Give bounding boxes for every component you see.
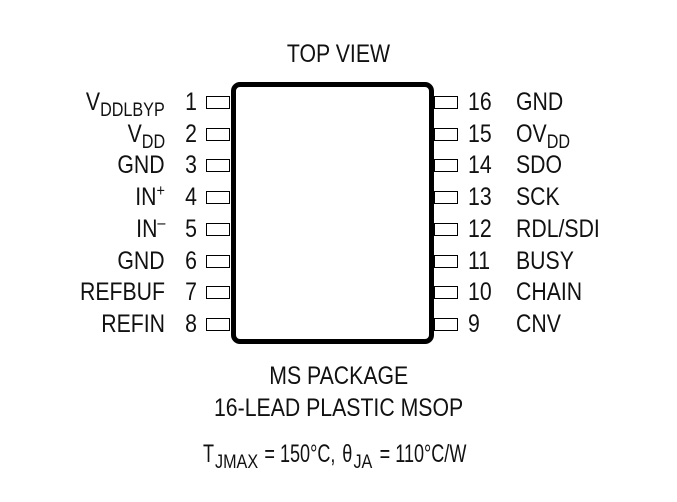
pin-row: IN– 5 [0,214,677,244]
pin-lead [206,254,230,268]
pin-lead [206,96,230,109]
pin-name: SCK [516,183,560,212]
theta-value: = 110°C/W [380,440,467,468]
pin-number: 3 [185,151,197,180]
pin-name: GND [516,88,564,116]
theta-subscript: JA [353,452,373,473]
pin-name: GND [117,151,165,180]
pin-lead [434,96,458,109]
pin-row: 10 CHAIN [0,277,677,307]
tjmax-value: = 150°C, [264,440,336,468]
pin-number: 10 [468,278,492,307]
pin-lead [434,286,458,300]
pin-name: VDD [127,119,165,153]
pin-number: 7 [185,278,197,307]
pin-name: GND [117,246,165,275]
pin-row: 9 CNV [0,309,677,339]
pin-name: BUSY [516,246,574,275]
pin-row: 11 BUSY [0,246,677,276]
pin-name: SDO [516,151,563,180]
pin-number: 5 [185,214,197,243]
pin-number: 9 [468,309,480,338]
pin-name: CNV [516,309,561,338]
pin-lead [206,286,230,300]
pin-name: IN+ [135,181,165,212]
pin-number: 4 [185,183,197,212]
pin-name: RDL/SDI [516,214,600,243]
pin-name: IN– [135,212,165,243]
pin-lead [434,159,458,173]
pin-name: REFIN [101,309,165,338]
pin-name: REFBUF [80,278,165,307]
pin-row: 16 GND [0,87,677,117]
pin-lead [434,254,458,268]
package-name: MS PACKAGE [269,362,408,390]
pin-lead [206,159,230,173]
thermal-spec: TJMAX = 150°C, θJA = 110°C/W [0,440,677,472]
diagram-title: TOP VIEW [286,40,391,68]
pin-name: VDDLBYP [86,88,165,121]
pin-number: 6 [185,246,197,275]
package-description: 16-LEAD PLASTIC MSOP [213,394,464,422]
pin-row: GND 6 [0,246,677,276]
pin-row: 12 RDL/SDI [0,214,677,244]
pin-number: 14 [468,151,492,180]
tjmax-subscript: JMAX [215,452,259,473]
theta-symbol: θ [342,440,353,468]
pin-row: 13 SCK [0,182,677,212]
pin-number: 16 [468,88,492,116]
pin-row: VDDLBYP 1 [0,87,677,121]
pin-lead [434,127,458,141]
pin-number: 11 [468,246,491,275]
pin-lead [434,317,458,331]
pin-row: VDD 2 [0,119,677,153]
pin-row: 15 OVDD [0,119,677,153]
pin-number: 12 [468,214,492,243]
pin-number: 1 [185,88,197,116]
pin-name: CHAIN [516,278,583,307]
pin-row: REFBUF 7 [0,277,677,307]
pin-number: 2 [185,119,197,148]
pin-lead [434,222,458,236]
pin-number: 13 [468,183,492,212]
pin-number: 8 [185,309,197,338]
pin-name: OVDD [516,119,571,153]
ic-package-body [231,82,434,344]
pin-row: IN+ 4 [0,182,677,212]
tjmax-symbol: T [203,440,215,468]
pin-lead [206,222,230,236]
pin-lead [206,317,230,331]
pin-row: GND 3 [0,150,677,180]
pin-row: 14 SDO [0,150,677,180]
pin-lead [434,191,458,205]
pin-lead [206,191,230,205]
pin-lead [206,127,230,141]
pin-row: REFIN 8 [0,309,677,339]
pin-number: 15 [468,119,492,148]
